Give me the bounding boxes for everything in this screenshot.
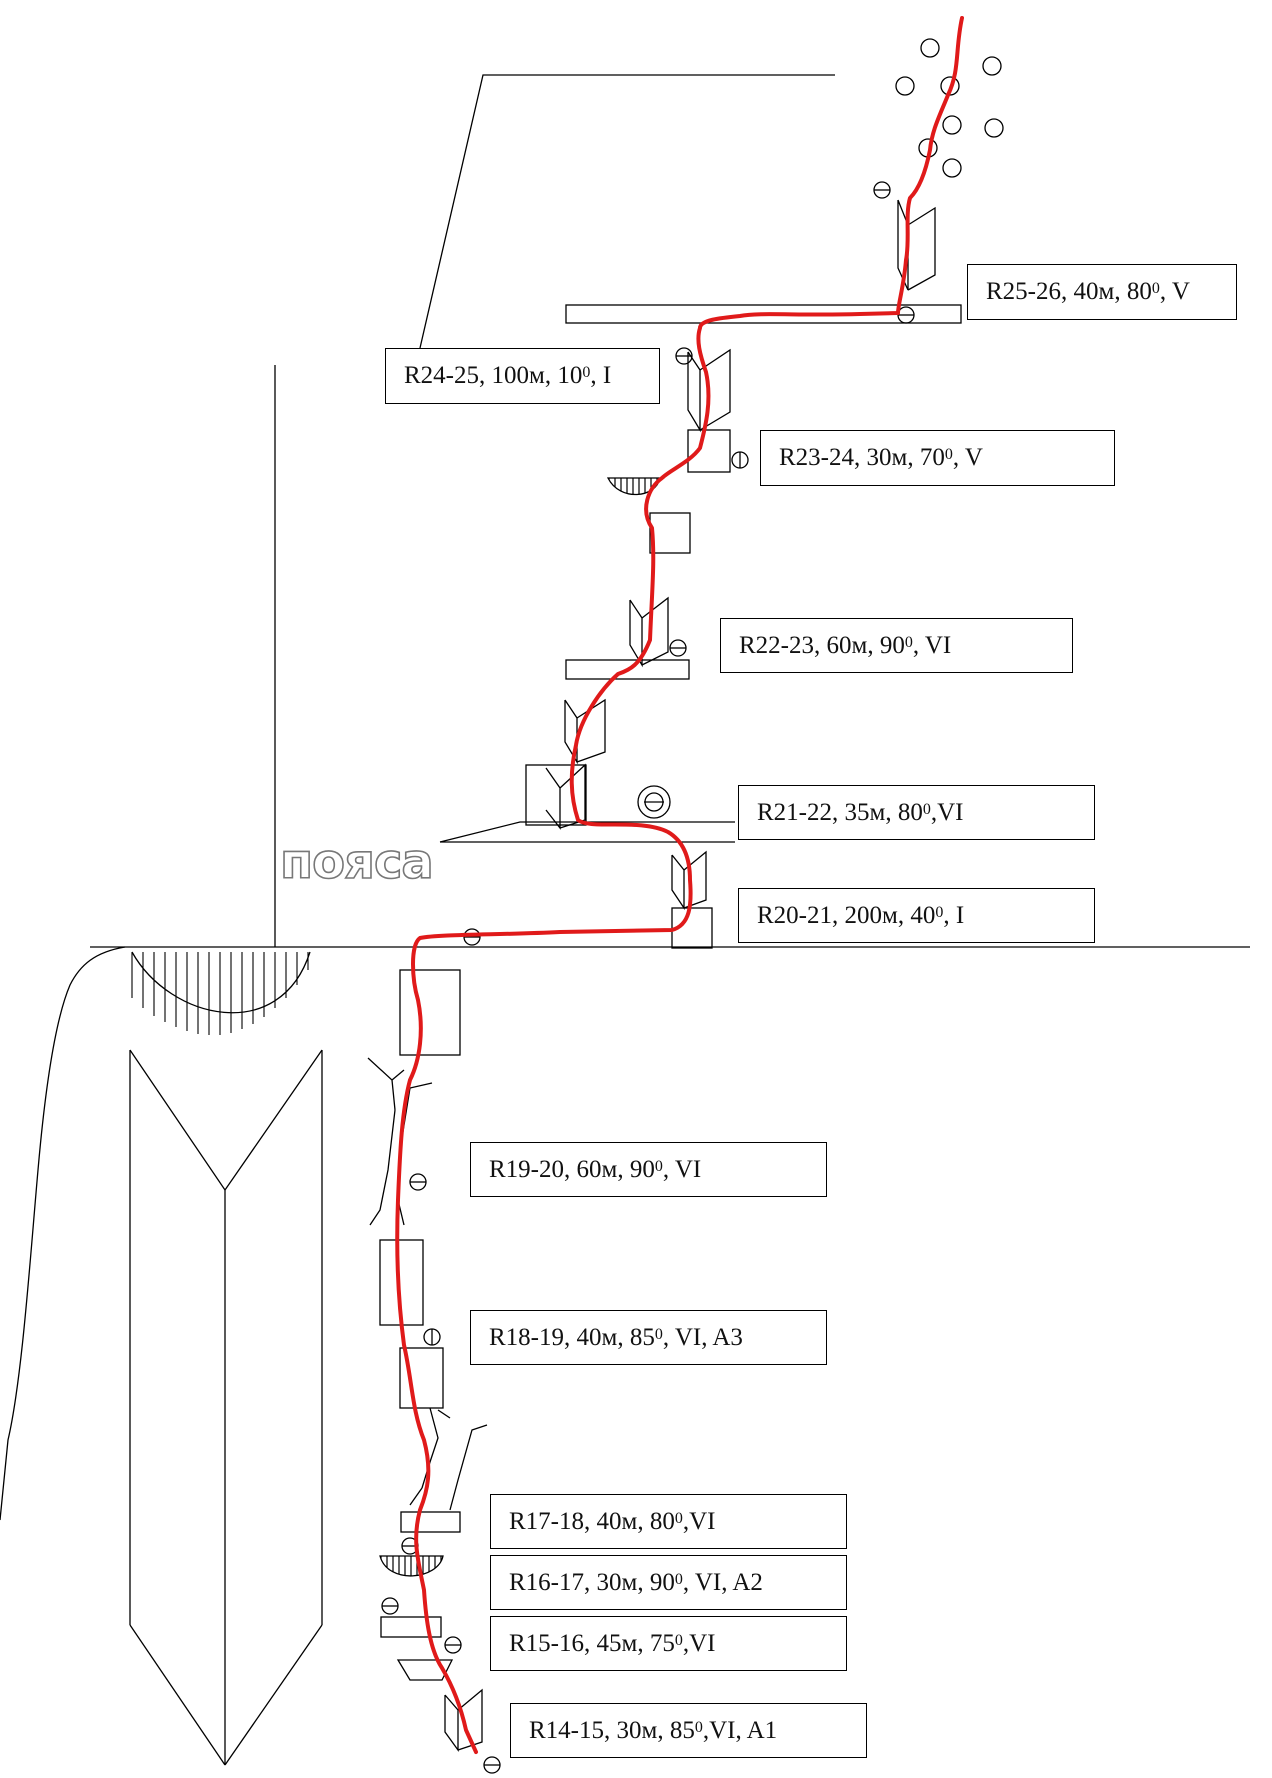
route-line	[395, 16, 964, 1754]
pitch-label-r19-20-text: R19-20, 60м, 90	[489, 1155, 655, 1183]
degree-mark: 0	[654, 1325, 663, 1343]
ledge-icon-r16-17	[380, 1616, 442, 1638]
pitch-label-r17-18-grade: ,VI	[682, 1507, 716, 1535]
pitch-label-r18-19-text: R18-19, 40м, 85	[489, 1323, 655, 1351]
pitch-label-r14-15-text: R14-15, 30м, 85	[529, 1716, 695, 1744]
pitch-label-r25-26-grade: , V	[1159, 278, 1190, 305]
block-icon-r20-upper	[399, 969, 461, 1056]
degree-mark: 0	[935, 903, 944, 921]
degree-mark: 0	[922, 800, 931, 818]
pitch-label-r20-21-grade: , I	[943, 901, 965, 929]
pitch-label-r21-22-text: R21-22, 35м, 80	[757, 798, 923, 826]
dihedral-icon-r21-22	[564, 698, 606, 765]
overhang-icon-r16-17	[379, 1555, 444, 1577]
pitch-label-r21-22-grade: ,VI	[930, 798, 964, 826]
ledge-icon-r24-25	[565, 304, 962, 324]
degree-mark: 0	[582, 364, 591, 381]
degree-mark: 0	[944, 446, 953, 463]
degree-mark: 0	[674, 1570, 683, 1588]
degree-mark: 0	[1151, 280, 1160, 297]
pitch-label-r23-24-text: R23-24, 30м, 70	[779, 444, 945, 471]
pitch-label-r14-15-grade: ,VI, A1	[702, 1716, 778, 1744]
zone-label: пояса	[279, 834, 434, 890]
dihedral-icon-r22-23	[629, 596, 669, 668]
zone-band-line	[439, 821, 735, 843]
anchor-station-icon	[381, 181, 915, 1774]
slab-icon-r15-16	[396, 1659, 454, 1681]
pitch-label-r24-25-text: R24-25, 100м, 10	[404, 362, 583, 389]
boulder-field-icon	[895, 38, 1004, 178]
pitch-label-r17-18-text: R17-18, 40м, 80	[509, 1507, 675, 1535]
pitch-label-r23-24-grade: , V	[952, 444, 983, 471]
pitch-label-r16-17-grade: , VI, A2	[682, 1568, 763, 1596]
large-dihedral-icon	[129, 1049, 323, 1766]
pitch-label-r15-16-grade: ,VI	[682, 1629, 716, 1657]
pitch-label-r19-20-grade: , VI	[662, 1155, 702, 1183]
pitch-label-r18-19-grade: , VI, A3	[662, 1323, 743, 1351]
degree-mark: 0	[674, 1631, 683, 1649]
left-cliff-outline	[0, 946, 126, 1521]
degree-mark: 0	[674, 1509, 683, 1527]
degree-mark: 0	[904, 633, 913, 651]
degree-mark: 0	[654, 1157, 663, 1175]
pitch-label-r24-25-grade: , I	[590, 362, 612, 389]
pitch-label-r20-21-text: R20-21, 200м, 40	[757, 901, 936, 929]
snow-patch-icon	[131, 951, 311, 1035]
block-icon-r18-19	[399, 1347, 444, 1409]
crack-icon-r17-18	[409, 1407, 488, 1511]
r24-25-leader-line	[419, 74, 835, 349]
pitch-label-r15-16-text: R15-16, 45м, 75	[509, 1629, 675, 1657]
dihedral-icon-r25-26	[897, 199, 936, 291]
pitch-label-r22-23-grade: , VI	[912, 631, 952, 659]
pitch-label-r25-26-text: R25-26, 40м, 80	[986, 278, 1152, 305]
degree-mark: 0	[694, 1718, 703, 1736]
ledge-icon-r17-18	[400, 1511, 461, 1533]
block-icon-r22-23	[649, 512, 691, 554]
ledge-icon-r22-23	[565, 659, 690, 680]
block-icon-r23-24	[687, 429, 731, 473]
pitch-label-r16-17-text: R16-17, 30м, 90	[509, 1568, 675, 1596]
block-icon-r21-22	[525, 764, 587, 826]
pitch-label-r22-23-text: R22-23, 60м, 90	[739, 631, 905, 659]
dihedral-icon-r14-15	[444, 1688, 483, 1753]
